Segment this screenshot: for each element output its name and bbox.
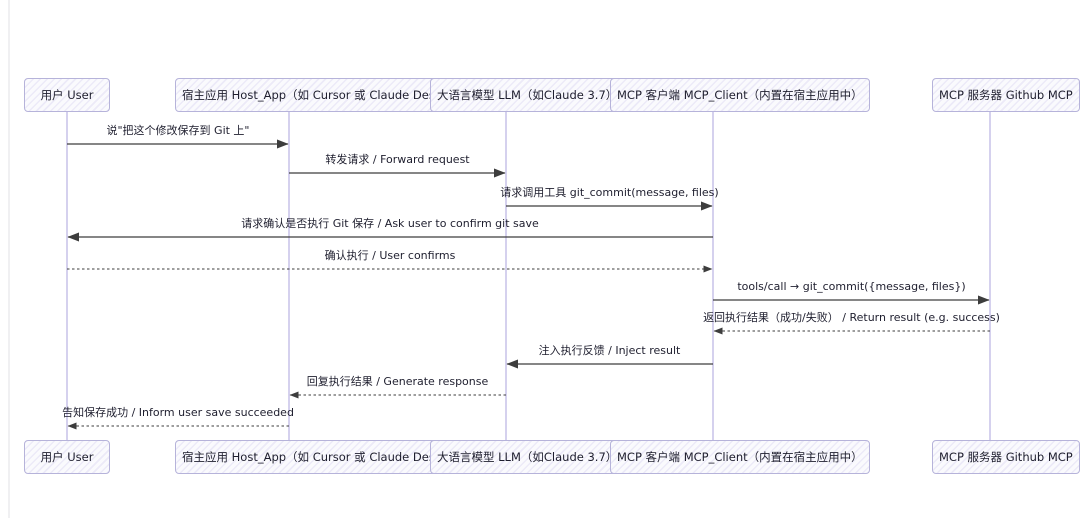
message-label-7: 返回执行结果（成功/失败） / Return result (e.g. succ… <box>703 311 1000 324</box>
actor-bottom-host: 宿主应用 Host_App（如 Cursor 或 Claude Desktop） <box>175 440 479 474</box>
actor-label: 大语言模型 LLM（如Claude 3.7） <box>437 450 618 464</box>
message-label-3: 请求调用工具 git_commit(message, files) <box>500 186 719 199</box>
panel-edge <box>8 0 10 518</box>
actor-label: 大语言模型 LLM（如Claude 3.7） <box>437 88 618 102</box>
actor-top-user: 用户 User <box>24 78 110 112</box>
actor-label: 用户 User <box>40 450 94 464</box>
actor-label: MCP 客户端 MCP_Client（内置在宿主应用中） <box>617 450 863 464</box>
actor-bottom-user: 用户 User <box>24 440 110 474</box>
message-label-5: 确认执行 / User confirms <box>324 249 456 262</box>
lifeline-server <box>989 112 991 440</box>
actor-label: 用户 User <box>40 88 94 102</box>
message-label-1: 说"把这个修改保存到 Git 上" <box>106 124 250 137</box>
message-label-6: tools/call → git_commit({message, files}… <box>737 280 966 293</box>
actor-label: 宿主应用 Host_App（如 Cursor 或 Claude Desktop） <box>182 450 472 464</box>
actor-top-host: 宿主应用 Host_App（如 Cursor 或 Claude Desktop） <box>175 78 479 112</box>
lifeline-user <box>66 112 68 440</box>
message-label-9: 回复执行结果 / Generate response <box>306 375 489 388</box>
actor-top-client: MCP 客户端 MCP_Client（内置在宿主应用中） <box>610 78 870 112</box>
actor-bottom-client: MCP 客户端 MCP_Client（内置在宿主应用中） <box>610 440 870 474</box>
actor-label: 宿主应用 Host_App（如 Cursor 或 Claude Desktop） <box>182 88 472 102</box>
actor-label: MCP 客户端 MCP_Client（内置在宿主应用中） <box>617 88 863 102</box>
actor-bottom-llm: 大语言模型 LLM（如Claude 3.7） <box>430 440 625 474</box>
actor-label: MCP 服务器 Github MCP <box>939 88 1073 102</box>
actor-top-server: MCP 服务器 Github MCP <box>932 78 1080 112</box>
actor-label: MCP 服务器 Github MCP <box>939 450 1073 464</box>
lifeline-llm <box>505 112 507 440</box>
actor-top-llm: 大语言模型 LLM（如Claude 3.7） <box>430 78 625 112</box>
lifeline-client <box>712 112 714 440</box>
message-label-2: 转发请求 / Forward request <box>325 153 470 166</box>
message-label-10: 告知保存成功 / Inform user save succeeded <box>62 406 294 419</box>
lifeline-host <box>288 112 290 440</box>
message-label-8: 注入执行反馈 / Inject result <box>538 344 681 357</box>
actor-bottom-server: MCP 服务器 Github MCP <box>932 440 1080 474</box>
message-label-4: 请求确认是否执行 Git 保存 / Ask user to confirm gi… <box>241 217 539 230</box>
